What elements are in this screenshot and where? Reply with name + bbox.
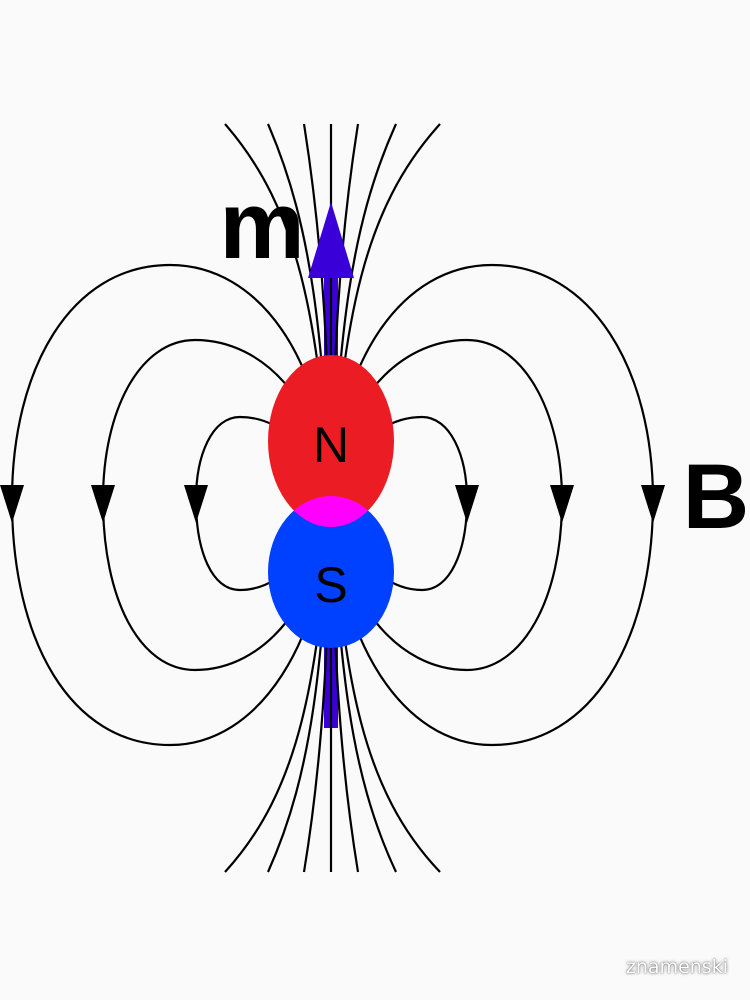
moment-label: m: [219, 172, 304, 279]
dipole-magnet: [268, 355, 394, 648]
arrowhead-down-icon: [550, 485, 574, 523]
south-pole-label: S: [314, 557, 347, 613]
field-loop-right-outer: [329, 263, 655, 747]
watermark: znamenski: [625, 956, 728, 978]
north-pole-label: N: [313, 417, 349, 473]
field-label: B: [683, 446, 749, 548]
arrowhead-down-icon: [184, 485, 208, 523]
field-loop-left-outer: [10, 263, 333, 747]
south-pole: [268, 496, 394, 648]
north-pole: [268, 355, 394, 527]
arrowhead-down-icon: [641, 485, 665, 523]
moment-vector-arrowhead: [308, 202, 354, 278]
arrowhead-down-icon: [91, 485, 115, 523]
arrowhead-down-icon: [455, 485, 479, 523]
arrowhead-down-icon: [0, 485, 24, 523]
field-arrowheads: [0, 485, 665, 523]
